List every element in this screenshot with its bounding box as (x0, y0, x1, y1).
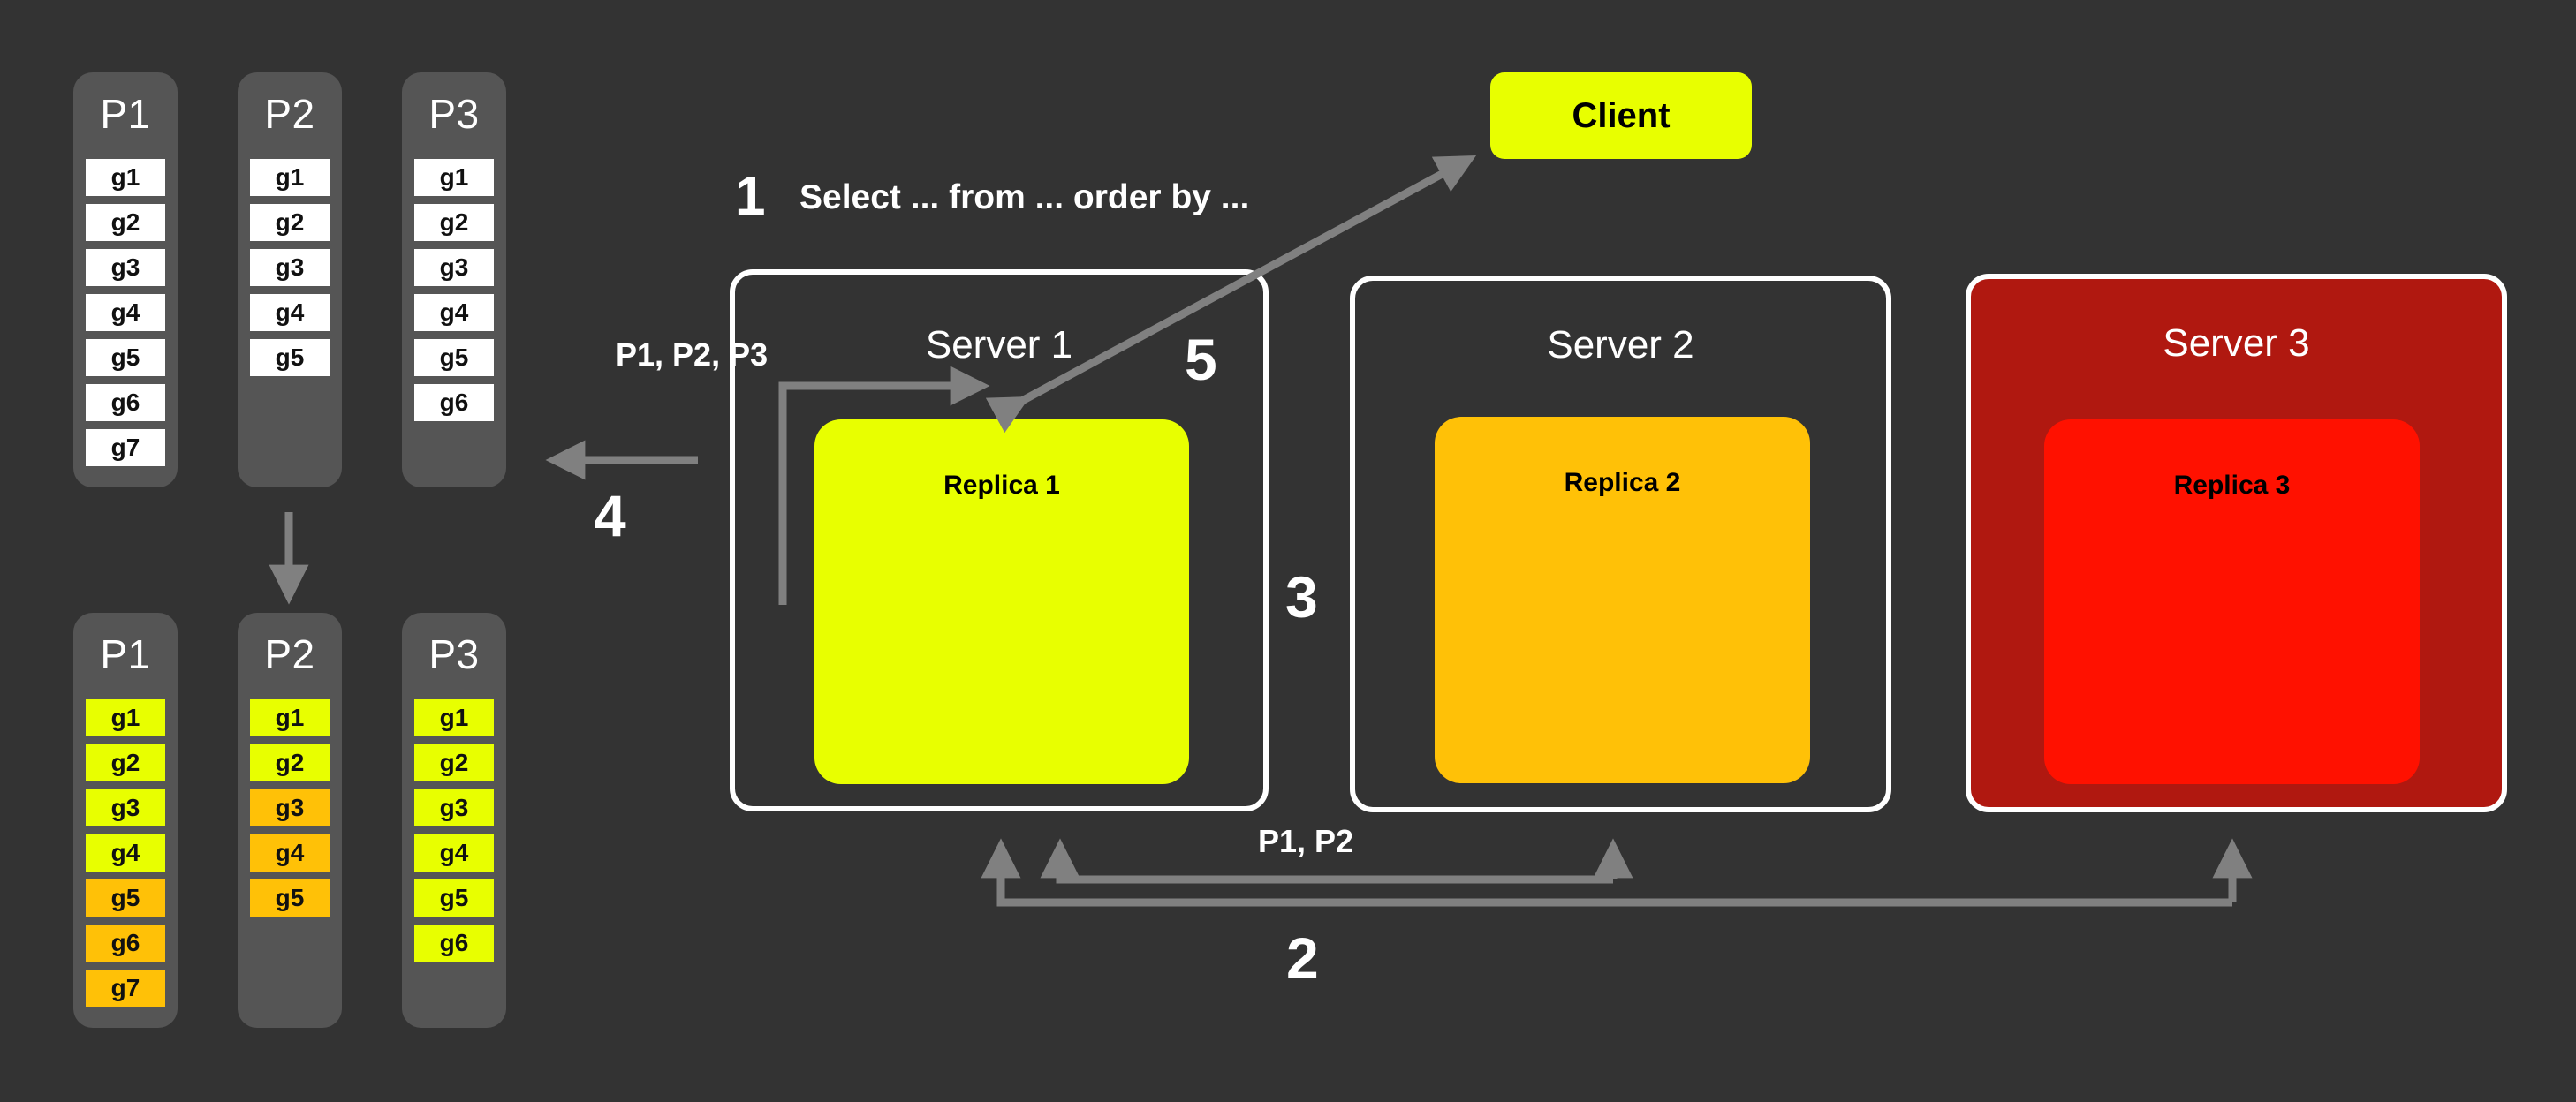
query-text: Select ... from ... order by ... (799, 178, 1250, 216)
step-number-3: 3 (1285, 564, 1318, 630)
partition-cell: g2 (414, 744, 494, 781)
partition-cell: g3 (250, 249, 330, 286)
partition-cell: g6 (86, 925, 165, 962)
replica-3-box[interactable]: Replica 3 (2044, 419, 2420, 784)
partition-title: P3 (428, 91, 480, 137)
partition-cell: g3 (86, 789, 165, 826)
partition-cell: g4 (86, 834, 165, 872)
server-2-box[interactable]: Server 2 (1350, 276, 1891, 812)
arrow-step-2-server3-to-server1 (981, 838, 2232, 907)
partition-cell: g4 (250, 834, 330, 872)
partition-cell: g6 (414, 384, 494, 421)
partition-cell: g5 (414, 879, 494, 917)
partition-cell: g4 (250, 294, 330, 331)
partition-cell: g2 (250, 744, 330, 781)
server-title: Server 2 (1547, 323, 1694, 366)
step-number-4: 4 (594, 483, 626, 548)
step-number-1: 1 (735, 166, 766, 227)
partition-cell: g2 (86, 744, 165, 781)
partition-cell: g1 (250, 699, 330, 736)
replica-1-box[interactable]: Replica 1 (814, 419, 1189, 784)
server-title: Server 3 (2163, 321, 2310, 365)
partition-title: P2 (264, 631, 315, 677)
client-box[interactable]: Client (1490, 72, 1752, 159)
partition-cell: g1 (414, 159, 494, 196)
partition-cell: g7 (86, 970, 165, 1007)
partition-title: P3 (428, 631, 480, 677)
partition-cell: g3 (86, 249, 165, 286)
replica-2-box[interactable]: Replica 2 (1435, 417, 1810, 783)
partition-cell: g6 (414, 925, 494, 962)
partition-cell: g5 (86, 879, 165, 917)
partition-cell: g4 (414, 834, 494, 872)
partition-cell: g2 (86, 204, 165, 241)
partition-cell: g2 (414, 204, 494, 241)
step-number-2: 2 (1286, 925, 1319, 991)
partition-cell: g7 (86, 429, 165, 466)
partition-title: P1 (100, 631, 151, 677)
partition-cell: g5 (414, 339, 494, 376)
partition-cell: g1 (250, 159, 330, 196)
fetch-partitions-label: P1, P2 (1258, 823, 1354, 859)
partition-cell: g3 (414, 789, 494, 826)
partition-cell: g6 (86, 384, 165, 421)
partition-cell: g3 (414, 249, 494, 286)
partition-cell: g3 (250, 789, 330, 826)
partition-cell: g1 (86, 699, 165, 736)
partition-title: P1 (100, 91, 151, 137)
partition-cell: g4 (414, 294, 494, 331)
step-number-5: 5 (1185, 327, 1217, 392)
partition-cell: g5 (250, 339, 330, 376)
partition-cell: g1 (86, 159, 165, 196)
partition-cell: g1 (414, 699, 494, 736)
merge-partitions-label: P1, P2, P3 (616, 336, 769, 373)
partition-cell: g4 (86, 294, 165, 331)
partition-cell: g2 (250, 204, 330, 241)
partition-cell: g5 (250, 879, 330, 917)
partition-title: P2 (264, 91, 315, 137)
partition-cell: g5 (86, 339, 165, 376)
